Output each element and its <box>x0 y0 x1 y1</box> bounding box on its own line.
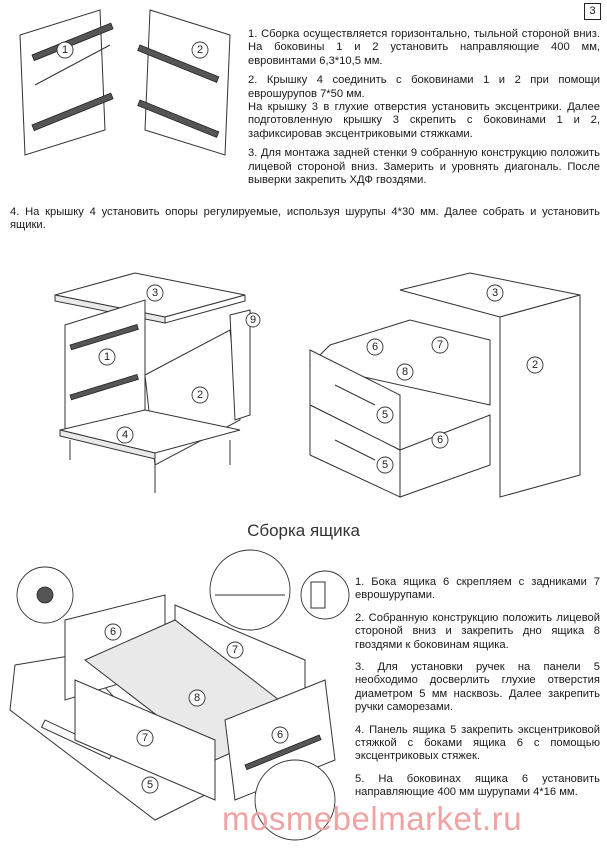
exploded-cabinet-figure: 3 1 2 9 4 <box>54 272 261 493</box>
label-3: 3 <box>152 287 158 299</box>
step-3: 3. Для монтажа задней стенки 9 собранную… <box>248 147 600 187</box>
drawer-step-2: 2. Собранную конструкцию положить лицево… <box>355 611 600 651</box>
label-6c: 6 <box>110 626 116 638</box>
label-6: 6 <box>372 341 378 353</box>
step-2b: На крышку 3 в глухие отверстия установит… <box>248 101 600 140</box>
label-2c: 2 <box>532 359 538 371</box>
label-2b: 2 <box>197 389 203 401</box>
step-2: 2. Крышку 4 соединить с боковинами 1 и 2… <box>248 74 600 100</box>
label-9: 9 <box>250 314 256 326</box>
label-5c: 5 <box>147 779 153 791</box>
label-7: 7 <box>437 339 443 351</box>
side-panel-1-figure: 1 <box>19 9 114 156</box>
label-1b: 1 <box>104 351 110 363</box>
label-3b: 3 <box>492 287 498 299</box>
section-title: Сборка ящика <box>247 521 360 540</box>
assembled-cabinet-figure: 3 2 6 7 8 5 6 5 <box>309 272 581 498</box>
drawer-step-1: 1. Бока ящика 6 скрепляем с задниками 7 … <box>355 576 600 602</box>
label-2: 2 <box>197 44 203 56</box>
label-5b: 5 <box>382 459 388 471</box>
drawer-step-5: 5. На боковинах ящика 6 установить напра… <box>355 772 600 799</box>
label-6b: 6 <box>437 434 443 446</box>
drawer-assembly-figure: 5 6 7 8 7 6 <box>9 549 350 841</box>
drawer-step-4: 4. Панель ящика 5 закрепить эксцентриков… <box>355 723 600 763</box>
steps-top: 1. Сборка осуществляется горизонтально, … <box>248 28 600 187</box>
label-8: 8 <box>402 366 408 378</box>
label-4: 4 <box>122 429 128 441</box>
label-1: 1 <box>62 44 68 56</box>
label-6d: 6 <box>277 729 283 741</box>
step-1: 1. Сборка осуществляется горизонтально, … <box>248 28 600 67</box>
step-4: 4. На крышку 4 установить опоры регулиру… <box>10 206 600 232</box>
label-7c: 7 <box>142 732 148 744</box>
side-panel-2-figure: 2 <box>137 9 231 156</box>
drawer-step-3: 3. Для установки ручек на панели 5 необх… <box>355 661 600 714</box>
watermark: mosmebelmarket.ru <box>222 800 523 837</box>
page-number: 3 <box>584 3 601 20</box>
label-5: 5 <box>382 409 388 421</box>
steps-drawer: 1. Бока ящика 6 скрепляем с задниками 7 … <box>355 576 600 800</box>
label-8b: 8 <box>194 692 200 704</box>
label-7b: 7 <box>232 644 238 656</box>
